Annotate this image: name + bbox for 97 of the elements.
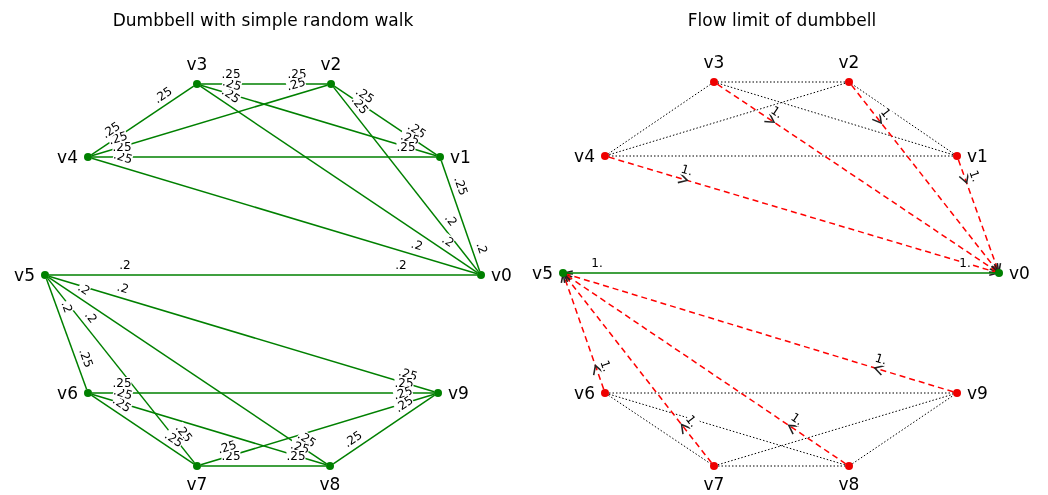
vertex-dot (601, 389, 609, 397)
probability-label: .2 (409, 237, 425, 253)
arrow (563, 274, 713, 464)
vertex-label: v8 (838, 476, 860, 493)
edge-line (608, 392, 954, 394)
edge-line (608, 155, 954, 157)
vertex-dot (953, 152, 961, 160)
edge-line (48, 275, 435, 393)
vertex-label: v5 (14, 267, 35, 284)
vertex-label: v3 (186, 56, 208, 73)
edge-line (608, 393, 846, 466)
vertex-label: v4 (574, 148, 595, 165)
panel-title: Flow limit of dumbbell (687, 10, 877, 30)
edge-line (332, 394, 436, 465)
edge-line (717, 465, 846, 467)
vertex-dot (436, 153, 444, 161)
edge-line (200, 84, 437, 157)
vertex-dot (710, 462, 718, 470)
edge-line (717, 82, 954, 156)
probability-label: 1. (959, 257, 971, 269)
vertex-dot (84, 153, 92, 161)
vertex-label: v2 (838, 54, 860, 71)
vertex-dot (84, 389, 92, 397)
vertex-dot (845, 462, 853, 470)
vertex-label: v3 (703, 54, 725, 71)
edge-line (607, 83, 712, 155)
edge-line (91, 156, 437, 158)
probability-label: 1. (591, 257, 603, 269)
edge-line (45, 278, 88, 390)
vertex-dot (193, 80, 201, 88)
panel-title: Dumbbell with simple random walk (112, 10, 414, 30)
vertex-dot (326, 462, 334, 470)
edge-line (90, 394, 195, 465)
vertex-dot (710, 78, 718, 86)
probability-label: .25 (112, 377, 132, 389)
edge-line (200, 465, 327, 467)
edge-line (48, 274, 478, 276)
arrow (565, 270, 954, 393)
vertex-label: v7 (186, 476, 208, 493)
probability-label: .2 (115, 280, 130, 296)
arrow (850, 84, 999, 272)
edge-line (91, 392, 435, 394)
edge-line (46, 277, 196, 464)
edge-label: 1. (679, 162, 694, 178)
probability-label: .25 (396, 141, 416, 153)
arrow (957, 159, 1002, 270)
edge-line (90, 85, 195, 156)
edge-line (851, 83, 955, 155)
vertex-label: v9 (967, 385, 988, 402)
arrow (716, 83, 998, 274)
vertex-label: v5 (532, 265, 553, 282)
probability-label: .2 (119, 259, 131, 271)
vertex-label: v6 (574, 385, 595, 402)
edge-line (47, 276, 328, 465)
vertex-label: v1 (967, 148, 988, 165)
vertex-label: v4 (57, 149, 78, 166)
vertex-dot (995, 269, 1003, 277)
vertex-label: v7 (703, 476, 725, 493)
vertex-dot (845, 78, 853, 86)
edge-line (566, 272, 996, 274)
edge-label: 1. (878, 105, 896, 123)
vertex-label: v8 (319, 476, 341, 493)
edge-line (333, 85, 438, 156)
vertex-dot (193, 462, 201, 470)
edge-line (440, 160, 481, 272)
edge-line (91, 157, 478, 275)
edge-line (332, 86, 480, 273)
edge-line (199, 85, 479, 274)
probability-label: .2 (59, 299, 75, 315)
arrow (560, 275, 605, 390)
probability-label: .2 (440, 232, 457, 250)
vertex-label: v2 (320, 56, 342, 73)
edge-line (91, 393, 327, 466)
vertex-dot (953, 389, 961, 397)
edge-line (91, 84, 328, 157)
vertex-dot (477, 271, 485, 279)
vertex-label: v0 (491, 267, 512, 284)
edge-line (608, 82, 846, 156)
arrow (608, 156, 997, 276)
vertex-label: v6 (57, 385, 78, 402)
edge-line (717, 393, 954, 466)
vertex-label: v0 (1009, 265, 1030, 282)
vertex-dot (601, 152, 609, 160)
edge-label: 1. (683, 413, 700, 430)
vertex-dot (41, 271, 49, 279)
edge-line (200, 393, 435, 466)
vertex-dot (434, 389, 442, 397)
edge-line (851, 394, 955, 465)
vertex-label: v9 (448, 385, 469, 402)
arrow (564, 273, 847, 465)
edge-line (717, 81, 846, 83)
vertex-label: v1 (450, 149, 471, 166)
vertex-dot (559, 269, 567, 277)
vertex-dot (327, 80, 335, 88)
probability-label: .2 (395, 259, 407, 271)
probability-label: .25 (286, 450, 306, 462)
probability-label: .25 (221, 68, 241, 80)
